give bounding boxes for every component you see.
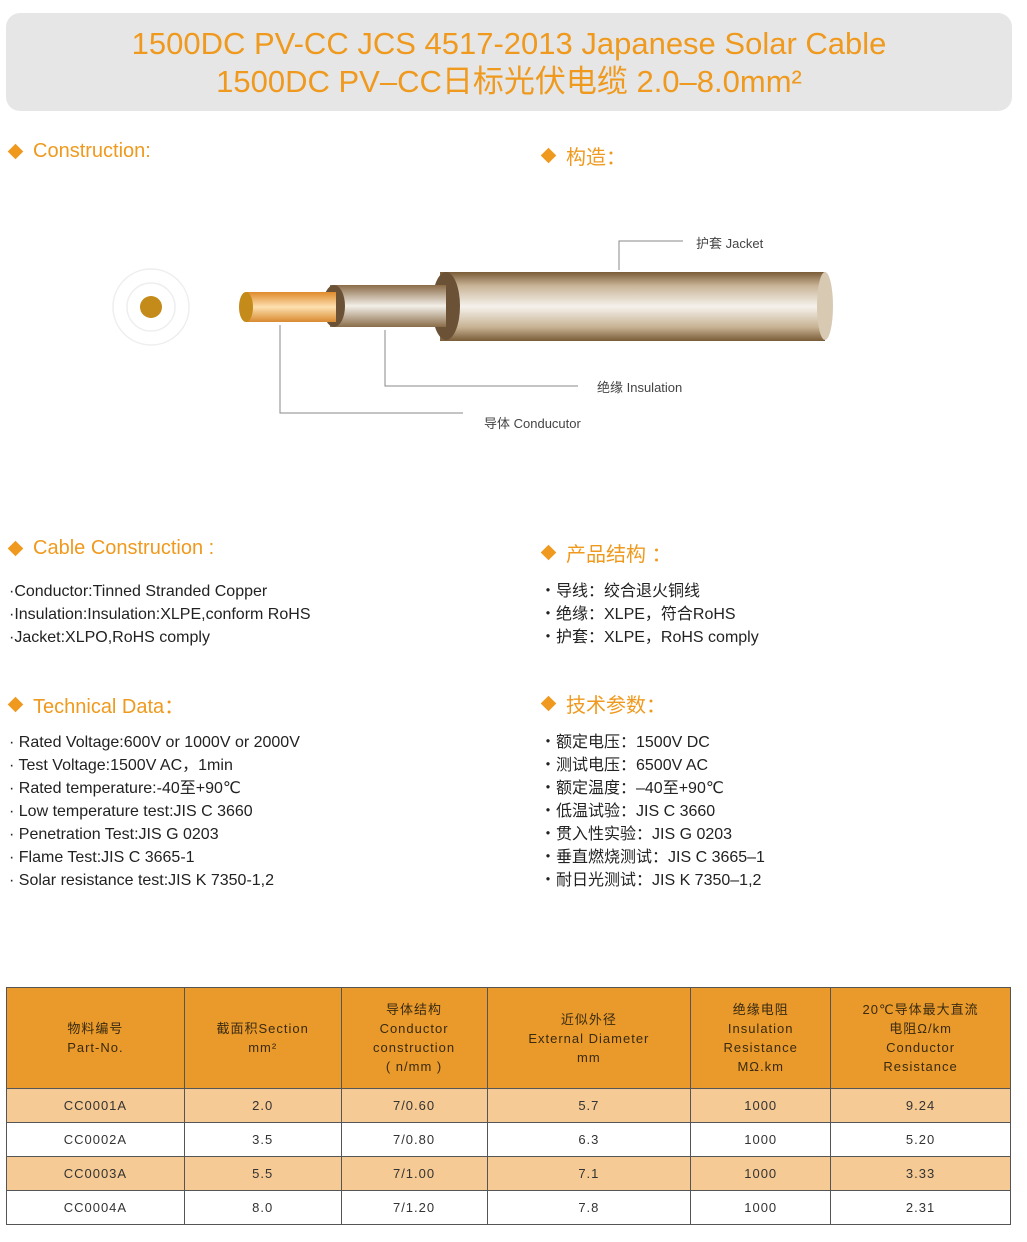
list-item: · Rated Voltage:600V or 1000V or 2000V — [9, 734, 300, 751]
list-item: ・额定电压：1500V DC — [540, 734, 710, 751]
heading-text: Construction: — [33, 140, 151, 162]
cross-section-icon — [112, 268, 190, 346]
table-cell: 5.5 — [183, 1156, 342, 1191]
heading-text: Cable Construction : — [33, 537, 215, 559]
cable-construction-en-list: ·Conductor:Tinned Stranded Copper ·Insul… — [9, 580, 310, 649]
heading-construction-cn: 构造： — [540, 141, 626, 170]
heading-text: Technical Data： — [33, 696, 185, 718]
table-cell: 7.1 — [486, 1156, 692, 1191]
table-cell: 5.20 — [830, 1122, 1011, 1157]
list-item: · Solar resistance test:JIS K 7350-1,2 — [9, 872, 275, 889]
cable-diagram — [112, 240, 833, 414]
list-item: · Test Voltage:1500V AC，1min — [9, 757, 233, 774]
heading-text: 产品结构 ： — [566, 544, 672, 566]
technical-cn-list: ・额定电压：1500V DC ・测试电压：6500V AC ・额定温度：–40至… — [540, 731, 765, 892]
list-item: ・耐日光测试：JIS K 7350–1,2 — [540, 872, 762, 889]
list-item: ·Jacket:XLPO,RoHS comply — [9, 629, 210, 646]
list-item: ・低温试验：JIS C 3660 — [540, 803, 716, 820]
list-item: ・额定温度：–40至+90℃ — [540, 780, 724, 797]
table-cell: 2.31 — [830, 1190, 1011, 1225]
table-cell: CC0003A — [6, 1156, 185, 1191]
table-cell: 3.33 — [830, 1156, 1011, 1191]
table-cell: 7/0.80 — [340, 1122, 488, 1157]
table-cell: 6.3 — [486, 1122, 692, 1157]
heading-technical-en: Technical Data： — [7, 690, 185, 719]
table-cell: CC0004A — [6, 1190, 185, 1225]
table-cell: 3.5 — [183, 1122, 342, 1157]
table-cell: 1000 — [690, 1122, 832, 1157]
list-item: ·Insulation:Insulation:XLPE,conform RoHS — [9, 606, 311, 623]
table-cell: 1000 — [690, 1156, 832, 1191]
list-item: ・测试电压：6500V AC — [540, 757, 709, 774]
table-cell: 7/0.60 — [340, 1088, 488, 1123]
table-cell: CC0001A — [6, 1088, 185, 1123]
list-item: · Low temperature test:JIS C 3660 — [9, 803, 253, 820]
diamond-icon — [540, 544, 557, 561]
title-line-1: 1500DC PV-CC JCS 4517-2013 Japanese Sola… — [131, 26, 887, 61]
table-cell: 1000 — [690, 1190, 832, 1225]
list-item: ・护套：XLPE，RoHS comply — [540, 629, 759, 646]
table-cell: 5.7 — [486, 1088, 692, 1123]
list-item: · Flame Test:JIS C 3665-1 — [9, 849, 195, 866]
diamond-icon — [540, 147, 557, 164]
heading-technical-cn: 技术参数： — [540, 689, 666, 718]
list-item: ·Conductor:Tinned Stranded Copper — [9, 583, 268, 600]
title-banner: 1500DC PV-CC JCS 4517-2013 Japanese Sola… — [6, 13, 1012, 111]
label-insulation: 绝缘 Insulation — [597, 380, 683, 395]
heading-cable-construction-cn: 产品结构 ： — [540, 538, 672, 567]
cable-construction-cn-list: ・导线：绞合退火铜线 ・绝缘：XLPE，符合RoHS ・护套：XLPE，RoHS… — [540, 580, 759, 649]
table-cell: CC0002A — [6, 1122, 185, 1157]
diamond-icon — [7, 540, 24, 557]
heading-construction-en: Construction: — [7, 140, 151, 163]
table-cell: 2.0 — [183, 1088, 342, 1123]
list-item: ・导线：绞合退火铜线 — [540, 583, 701, 600]
diamond-icon — [7, 696, 24, 713]
label-jacket: 护套 Jacket — [696, 236, 764, 251]
diamond-icon — [7, 143, 24, 160]
list-item: · Rated temperature:-40至+90℃ — [9, 780, 241, 797]
table-cell: 7/1.00 — [340, 1156, 488, 1191]
table-cell: 7.8 — [486, 1190, 692, 1225]
title-line-2: 1500DC PV–CC日标光伏电缆 2.0–8.0mm² — [216, 64, 802, 99]
list-item: ・贯入性实验：JIS G 0203 — [540, 826, 733, 843]
label-conductor: 导体 Conducutor — [484, 416, 581, 431]
table-cell: 8.0 — [183, 1190, 342, 1225]
heading-text: 技术参数： — [566, 695, 666, 717]
technical-en-list: · Rated Voltage:600V or 1000V or 2000V ·… — [9, 731, 300, 892]
table-cell: 1000 — [690, 1088, 832, 1123]
list-item: ・垂直燃烧测试：JIS C 3665–1 — [540, 849, 765, 866]
diamond-icon — [540, 695, 557, 712]
table-cell: 7/1.20 — [340, 1190, 488, 1225]
table-cell: 9.24 — [830, 1088, 1011, 1123]
heading-cable-construction-en: Cable Construction : — [7, 537, 215, 560]
heading-text: 构造： — [566, 147, 626, 169]
list-item: ・绝缘：XLPE，符合RoHS — [540, 606, 736, 623]
list-item: · Penetration Test:JIS G 0203 — [9, 826, 219, 843]
